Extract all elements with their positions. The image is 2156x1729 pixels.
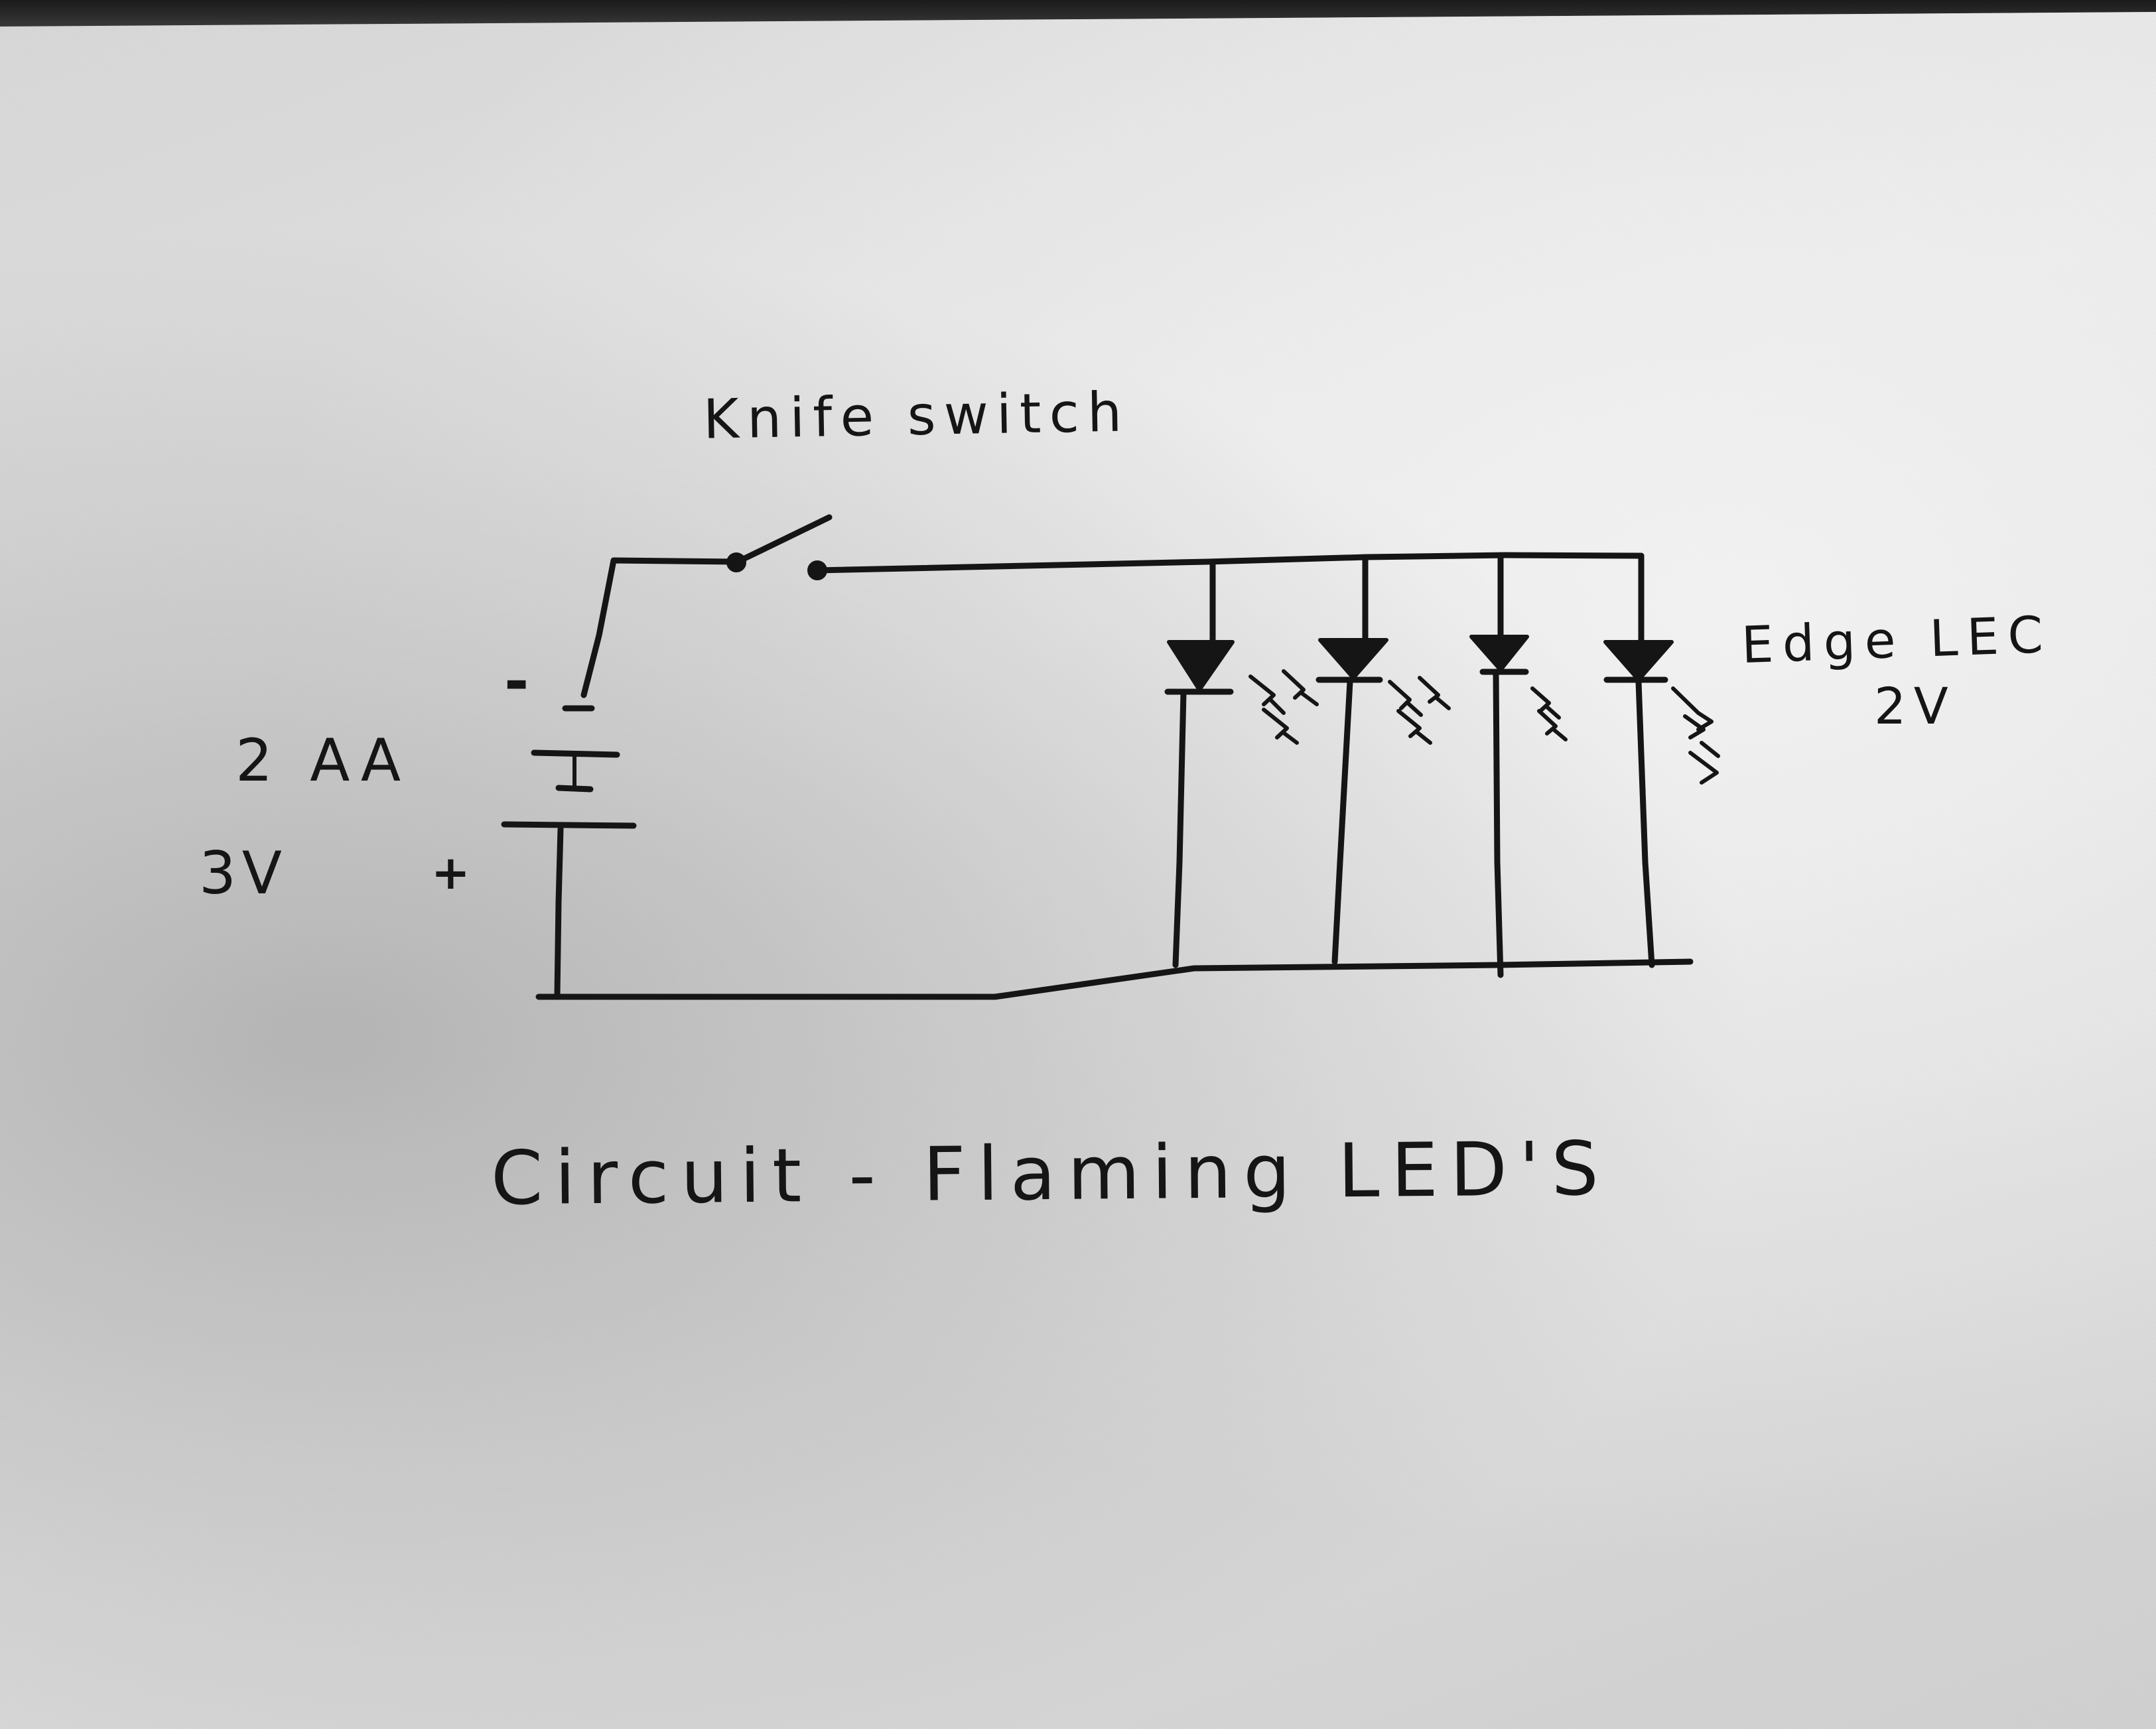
wire-bottom-rail [535, 958, 1694, 1000]
battery-positive-marker: + [431, 846, 476, 900]
led-2 [1315, 554, 1451, 965]
battery-voltage-label: 3V [199, 839, 288, 907]
led-label: Edge LEC [1740, 604, 2053, 675]
wire-top-rail [814, 552, 1645, 574]
wire-battery-to-switch [580, 557, 740, 698]
battery-count-label: 2 AA [236, 726, 411, 795]
diagram-title: Circuit - Flaming LED'S [490, 1125, 1611, 1222]
led-3 [1469, 552, 1568, 978]
battery-negative-marker: - [504, 647, 537, 716]
knife-switch [726, 514, 833, 580]
battery-plate-2 [531, 749, 620, 758]
led-voltage-label: 2V [1874, 676, 1956, 736]
wire-battery-down [554, 826, 564, 998]
led-1 [1164, 558, 1319, 968]
led-4 [1603, 552, 1720, 968]
battery-plate-4 [501, 821, 637, 829]
battery-symbol [501, 705, 637, 998]
switch-label: Knife switch [703, 381, 1131, 452]
switch-blade [733, 514, 833, 566]
